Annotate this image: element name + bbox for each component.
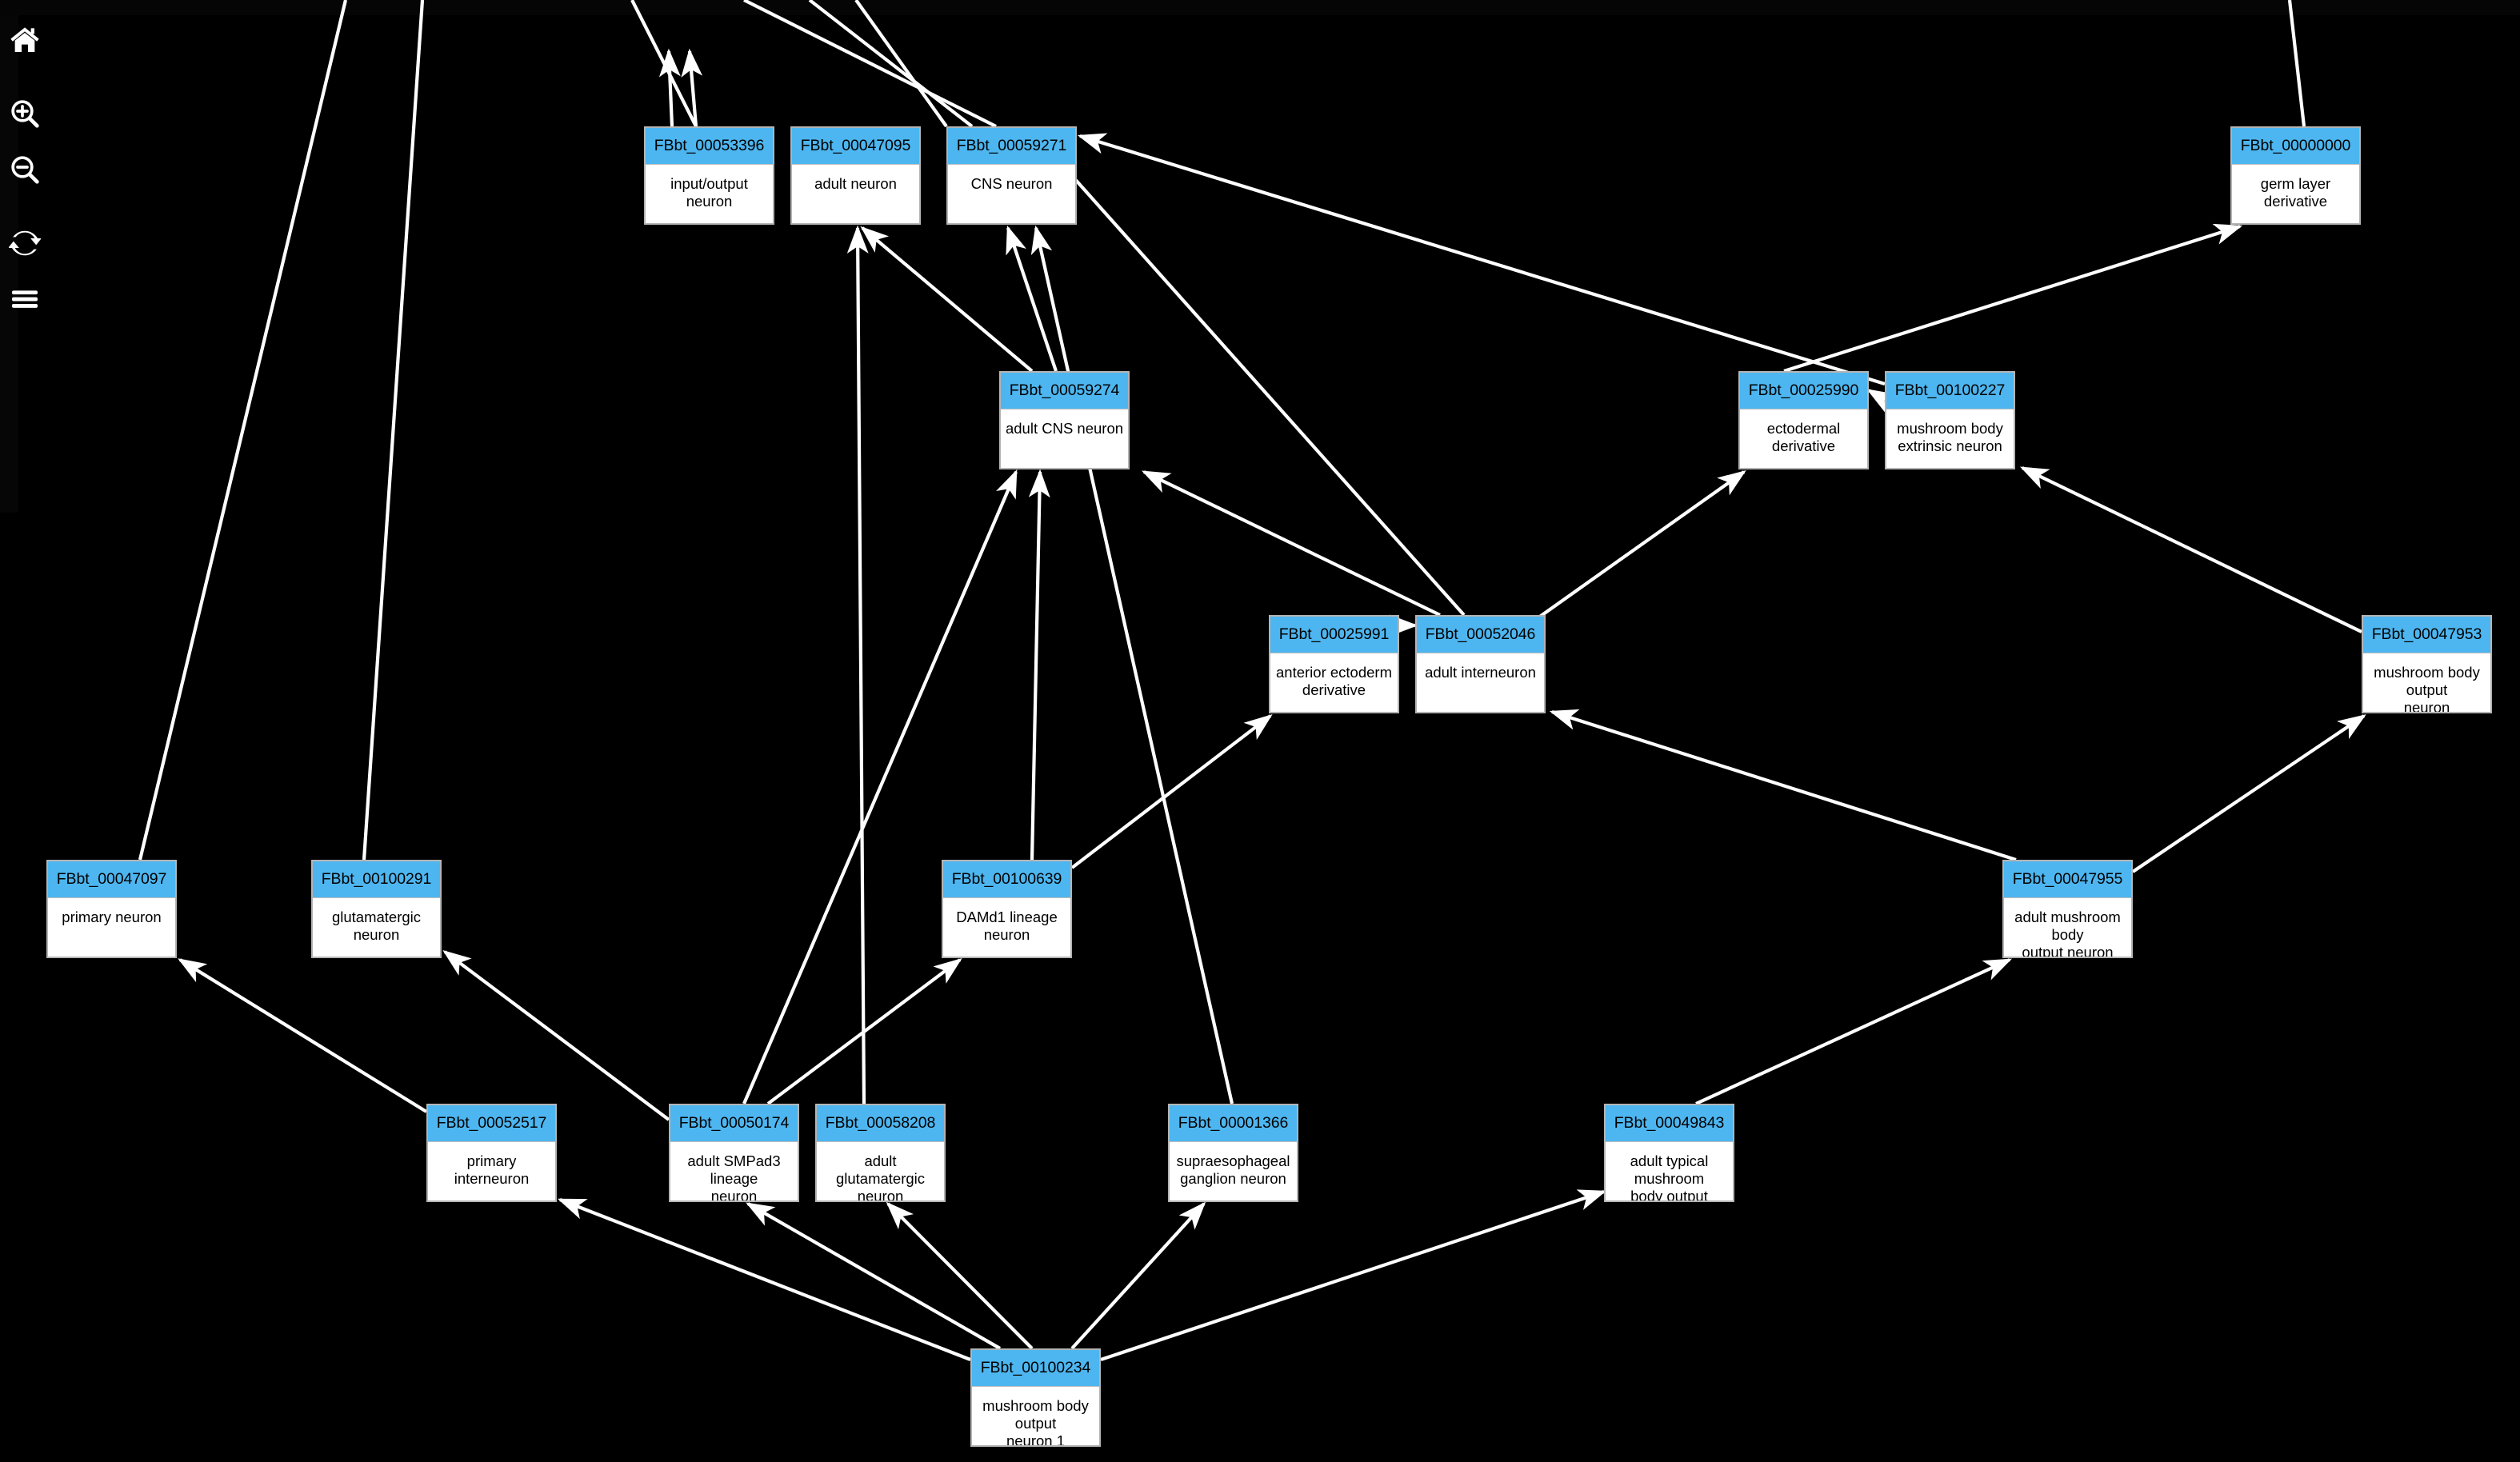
refresh-button[interactable] xyxy=(0,218,50,268)
node-label: adult glutamatergic neuron xyxy=(835,1152,926,1202)
node-id-header: FBbt_00052046 xyxy=(1417,617,1544,653)
node-id-header: FBbt_00047095 xyxy=(792,128,919,165)
node-id-header: FBbt_00100639 xyxy=(943,861,1070,898)
home-button[interactable] xyxy=(0,15,50,65)
node-label: CNS neuron xyxy=(970,175,1053,192)
node-id-header: FBbt_00100234 xyxy=(972,1350,1099,1387)
graph-node[interactable]: FBbt_00100227 mushroom body extrinsic neu… xyxy=(1885,371,2015,469)
home-icon xyxy=(9,24,41,56)
graph-node[interactable]: FBbt_00001366 supraesophageal ganglion ne… xyxy=(1168,1104,1298,1202)
node-id-header: FBbt_00053396 xyxy=(646,128,773,165)
graph-node[interactable]: FBbt_00053396 input/output neuron xyxy=(644,126,774,225)
node-label: ectodermal derivative xyxy=(1766,420,1841,454)
sidebar-panel-strip xyxy=(0,15,18,513)
node-id-header: FBbt_00059271 xyxy=(948,128,1075,165)
node-id-header: FBbt_00050174 xyxy=(670,1105,798,1142)
node-id-header: FBbt_00059274 xyxy=(1001,373,1128,409)
viewer-toolbar xyxy=(0,15,72,324)
top-banner-strip xyxy=(0,0,2520,15)
graph-node[interactable]: FBbt_00100234 mushroom body output neuron… xyxy=(970,1348,1101,1447)
zoom-in-button[interactable] xyxy=(0,89,50,138)
node-id-header: FBbt_00025991 xyxy=(1270,617,1398,653)
node-label: adult interneuron xyxy=(1425,664,1536,681)
node-id-header: FBbt_00001366 xyxy=(1170,1105,1297,1142)
graph-node[interactable]: FBbt_00025991 anterior ectoderm derivativ… xyxy=(1269,615,1399,713)
node-label: primary neuron xyxy=(62,909,162,925)
node-id-header: FBbt_00025990 xyxy=(1740,373,1867,409)
node-id-header: FBbt_00047097 xyxy=(48,861,175,898)
node-label: mushroom body output neuron xyxy=(2374,664,2480,713)
node-id-header: FBbt_00100291 xyxy=(313,861,440,898)
menu-icon xyxy=(9,283,41,315)
menu-button[interactable] xyxy=(0,274,50,324)
node-label: adult SMPad3 lineage neuron xyxy=(687,1152,781,1202)
node-label: mushroom body output neuron 1 xyxy=(982,1397,1089,1447)
graph-node[interactable]: FBbt_00100291 glutamatergic neuron xyxy=(311,860,442,958)
node-label: germ layer derivative xyxy=(2260,175,2331,210)
graph-node[interactable]: FBbt_00047953 mushroom body output neuron xyxy=(2362,615,2492,713)
node-id-header: FBbt_00052517 xyxy=(428,1105,555,1142)
node-label: supraesophageal ganglion neuron xyxy=(1176,1152,1290,1187)
node-label: adult neuron xyxy=(814,175,897,192)
node-id-header: FBbt_00049843 xyxy=(1606,1105,1733,1142)
node-label: mushroom body extrinsic neuron xyxy=(1897,420,2003,454)
graph-node[interactable]: FBbt_00025990 ectodermal derivative xyxy=(1738,371,1869,469)
node-label: adult typical mushroom body output neuro… xyxy=(1630,1152,1709,1202)
zoom-out-button[interactable] xyxy=(0,145,50,194)
node-label: anterior ectoderm derivative xyxy=(1276,664,1392,698)
node-label: input/output neuron xyxy=(670,175,748,210)
zoom-in-icon xyxy=(9,98,41,130)
node-label: primary interneuron xyxy=(454,1152,530,1187)
node-id-header: FBbt_00000000 xyxy=(2232,128,2359,165)
node-id-header: FBbt_00047955 xyxy=(2004,861,2131,898)
node-label: DAMd1 lineage neuron xyxy=(956,909,1058,943)
node-label: adult mushroom body output neuron xyxy=(2014,909,2121,958)
node-label: adult CNS neuron xyxy=(1005,420,1124,437)
node-id-header: FBbt_00058208 xyxy=(817,1105,944,1142)
node-label: glutamatergic neuron xyxy=(331,909,422,943)
refresh-icon xyxy=(9,227,41,259)
zoom-out-icon xyxy=(9,154,41,186)
node-id-header: FBbt_00100227 xyxy=(1886,373,2014,409)
node-id-header: FBbt_00047953 xyxy=(2363,617,2490,653)
